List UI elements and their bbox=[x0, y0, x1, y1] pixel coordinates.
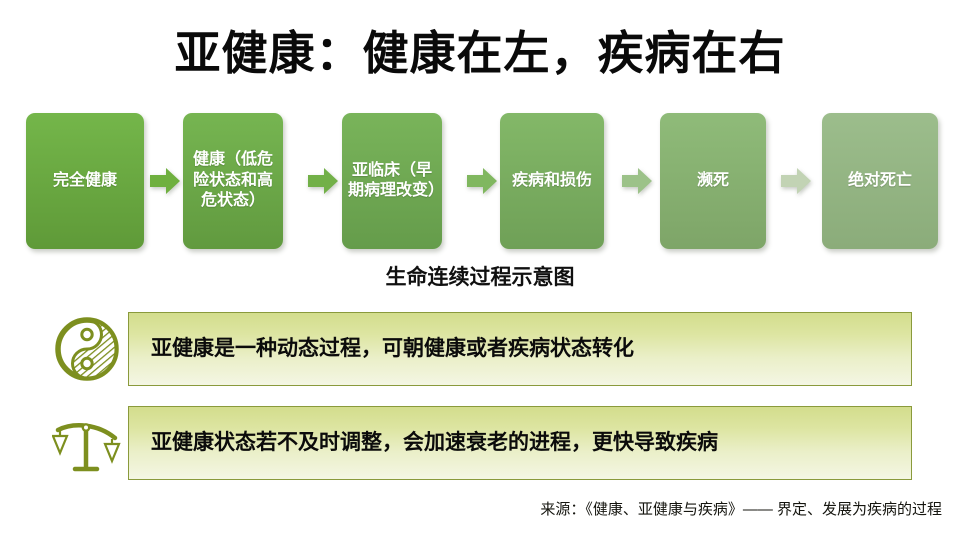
flow-arrow-icon bbox=[467, 167, 497, 195]
flow-stage-label: 健康（低危险状态和高危状态） bbox=[192, 151, 273, 210]
flow-arrow-icon bbox=[150, 167, 180, 195]
flow-stage-label: 绝对死亡 bbox=[847, 171, 912, 189]
flow-arrow-icon bbox=[308, 167, 338, 195]
flow-caption: 生命连续过程示意图 bbox=[385, 266, 575, 289]
bullet-text-2: 亚健康状态若不及时调整，会加速衰老的进程，更快导致疾病 bbox=[151, 430, 718, 454]
bullet-box-1: 亚健康是一种动态过程，可朝健康或者疾病状态转化 bbox=[128, 312, 912, 386]
flow-arrow-icon bbox=[781, 167, 811, 195]
yin-yang-icon bbox=[52, 314, 122, 384]
source-citation: 来源：《健康、亚健康与疾病》—— 界定、发展为疾病的过程 bbox=[540, 501, 942, 518]
page-title: 亚健康：健康在左，疾病在右 bbox=[174, 27, 786, 79]
flow-stage-box[interactable]: 濒死 bbox=[660, 113, 766, 249]
bullet-box-2: 亚健康状态若不及时调整，会加速衰老的进程，更快导致疾病 bbox=[128, 406, 912, 480]
flow-stage-label: 濒死 bbox=[696, 171, 729, 189]
flow-stage-label: 完全健康 bbox=[52, 171, 117, 189]
bullet-text-1: 亚健康是一种动态过程，可朝健康或者疾病状态转化 bbox=[151, 336, 634, 360]
bullet-row-dynamic-process: 亚健康是一种动态过程，可朝健康或者疾病状态转化 bbox=[52, 312, 912, 386]
flow-stage-box[interactable]: 亚临床（早期病理改变） bbox=[342, 113, 442, 249]
flow-stage-box[interactable]: 绝对死亡 bbox=[822, 113, 938, 249]
flow-stage-box[interactable]: 完全健康 bbox=[26, 113, 144, 249]
flow-stage-box[interactable]: 疾病和损伤 bbox=[500, 113, 604, 249]
balance-scale-icon bbox=[52, 408, 122, 478]
flow-stage-box[interactable]: 健康（低危险状态和高危状态） bbox=[183, 113, 283, 249]
flow-stage-label: 亚临床（早期病理改变） bbox=[348, 161, 442, 199]
bullet-row-aging-acceleration: 亚健康状态若不及时调整，会加速衰老的进程，更快导致疾病 bbox=[52, 406, 912, 480]
flow-arrow-icon bbox=[622, 167, 652, 195]
life-continuum-flow-diagram: 完全健康 健康（低危险状态和高危状态） 亚临床（早期病理改变） 疾病和损伤 濒死 绝对死亡 bbox=[26, 113, 938, 249]
flow-stage-label: 疾病和损伤 bbox=[511, 171, 592, 189]
